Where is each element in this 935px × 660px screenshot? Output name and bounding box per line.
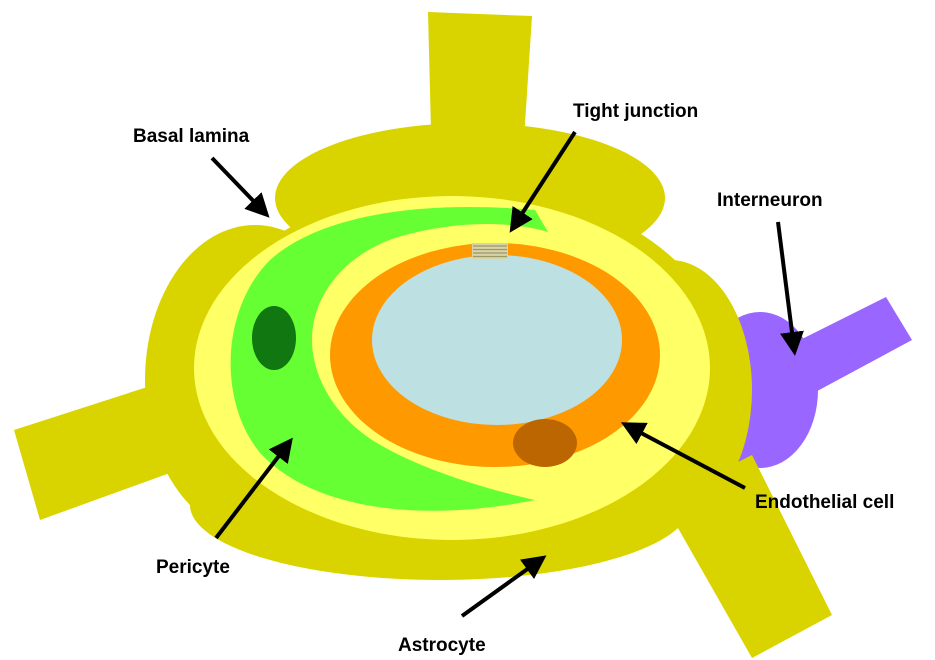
endothelial-nucleus: [513, 419, 577, 467]
arrow-basal-lamina: [212, 158, 264, 212]
label-interneuron: Interneuron: [717, 190, 823, 211]
vessel-lumen: [372, 255, 622, 425]
pericyte-nucleus: [252, 306, 296, 370]
label-basal-lamina: Basal lamina: [133, 126, 250, 147]
label-endothelial-cell: Endothelial cell: [755, 492, 894, 513]
label-pericyte: Pericyte: [156, 557, 230, 578]
label-astrocyte: Astrocyte: [398, 635, 486, 656]
label-tight-junction: Tight junction: [573, 101, 698, 122]
tight-junction: [472, 243, 508, 259]
